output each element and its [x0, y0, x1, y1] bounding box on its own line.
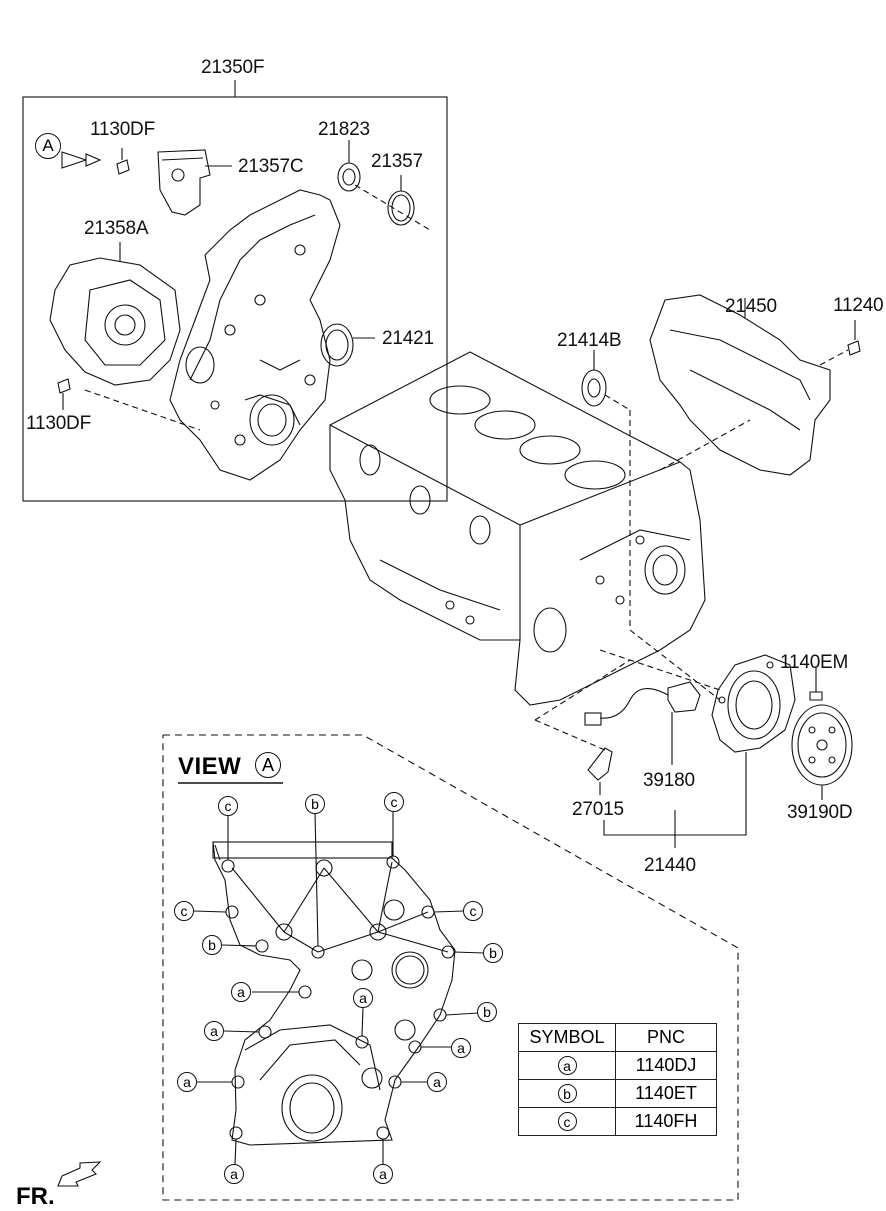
- bolt-marker-b[interactable]: b: [202, 935, 222, 955]
- front-oil-seal-21421: [320, 323, 375, 367]
- callout-21357c[interactable]: 21357C: [238, 156, 304, 177]
- callout-1130df-top[interactable]: 1130DF: [90, 119, 155, 140]
- front-direction-arrow: [57, 1161, 102, 1187]
- view-a-leader-lines: [193, 811, 485, 1166]
- bolt-marker-a[interactable]: a: [353, 988, 373, 1008]
- view-a-title-circle: A: [255, 752, 281, 778]
- view-a-cover-outline: [212, 841, 456, 1146]
- callout-21358a[interactable]: 21358A: [84, 218, 149, 239]
- view-a-arrow: [61, 151, 102, 169]
- bolt-marker-a[interactable]: a: [427, 1072, 447, 1092]
- callout-21823[interactable]: 21823: [318, 119, 370, 140]
- callout-1140em[interactable]: 1140EM: [780, 652, 849, 673]
- timing-chain-cover: [169, 189, 341, 481]
- bolt-marker-a[interactable]: a: [451, 1038, 471, 1058]
- bolt-marker-a[interactable]: a: [204, 1021, 224, 1041]
- gasket-21358a: [49, 242, 181, 386]
- bolt-marker-a[interactable]: a: [373, 1164, 393, 1184]
- callout-21414b[interactable]: 21414B: [557, 330, 622, 351]
- rear-seal-case-21440: [711, 654, 796, 753]
- bolt-marker-c[interactable]: c: [384, 792, 404, 812]
- table-pnc[interactable]: 1140FH: [615, 1107, 717, 1136]
- bolt-1140em: [809, 668, 823, 701]
- bolt-marker-a[interactable]: a: [177, 1072, 197, 1092]
- bolt-marker-c[interactable]: c: [463, 901, 483, 921]
- bolt-marker-b[interactable]: b: [477, 1002, 497, 1022]
- gasket-21357c: [157, 149, 232, 216]
- table-symbol: b: [557, 1084, 577, 1103]
- o-ring-21357: [387, 175, 415, 226]
- bolt-marker-a[interactable]: a: [231, 982, 251, 1002]
- callout-27015[interactable]: 27015: [572, 799, 624, 820]
- callout-21350f[interactable]: 21350F: [201, 57, 265, 78]
- view-a-frame: [162, 734, 739, 1201]
- bolt-marker-a[interactable]: a: [224, 1164, 244, 1184]
- bolt-marker-c[interactable]: c: [174, 901, 194, 921]
- table-pnc[interactable]: 1140ET: [615, 1079, 717, 1108]
- bolt-1130df-top: [116, 148, 130, 175]
- table-header-symbol: SYMBOL: [518, 1023, 616, 1052]
- callout-21450[interactable]: 21450: [725, 296, 777, 317]
- callout-21440[interactable]: 21440: [644, 855, 696, 876]
- crank-sensor-39180: [584, 681, 701, 765]
- callout-21421[interactable]: 21421: [382, 328, 434, 349]
- bolt-1130df-bottom: [57, 378, 71, 410]
- view-a-marker: A: [35, 133, 61, 159]
- callout-39190d[interactable]: 39190D: [787, 802, 853, 823]
- symbol-pnc-table: SYMBOL PNC a 1140DJ b 1140ET c 1140FH: [518, 1023, 717, 1136]
- table-header-pnc: PNC: [615, 1023, 717, 1052]
- table-symbol: a: [557, 1056, 577, 1075]
- bolt-marker-b[interactable]: b: [483, 943, 503, 963]
- target-wheel-39190d: [791, 704, 853, 800]
- table-row: b 1140ET: [518, 1079, 717, 1108]
- callout-1130df-bottom[interactable]: 1130DF: [26, 413, 91, 434]
- table-row: a 1140DJ: [518, 1051, 717, 1080]
- bolt-marker-b[interactable]: b: [305, 794, 325, 814]
- view-a-title: VIEW: [178, 753, 242, 780]
- front-label: FR.: [16, 1183, 55, 1210]
- bracket-27015: [587, 747, 613, 795]
- bolt-11240: [819, 320, 861, 366]
- callout-11240[interactable]: 11240: [833, 295, 884, 316]
- table-symbol: c: [557, 1112, 577, 1131]
- table-row: c 1140FH: [518, 1107, 717, 1136]
- oil-seal-21823: [337, 140, 361, 192]
- baffle-21450: [649, 294, 831, 476]
- cylinder-block-assembly: [329, 351, 706, 706]
- part-21414b: [581, 350, 607, 407]
- bolt-marker-c[interactable]: c: [218, 796, 238, 816]
- callout-39180[interactable]: 39180: [643, 770, 695, 791]
- callout-21357[interactable]: 21357: [371, 151, 423, 172]
- table-pnc[interactable]: 1140DJ: [615, 1051, 717, 1080]
